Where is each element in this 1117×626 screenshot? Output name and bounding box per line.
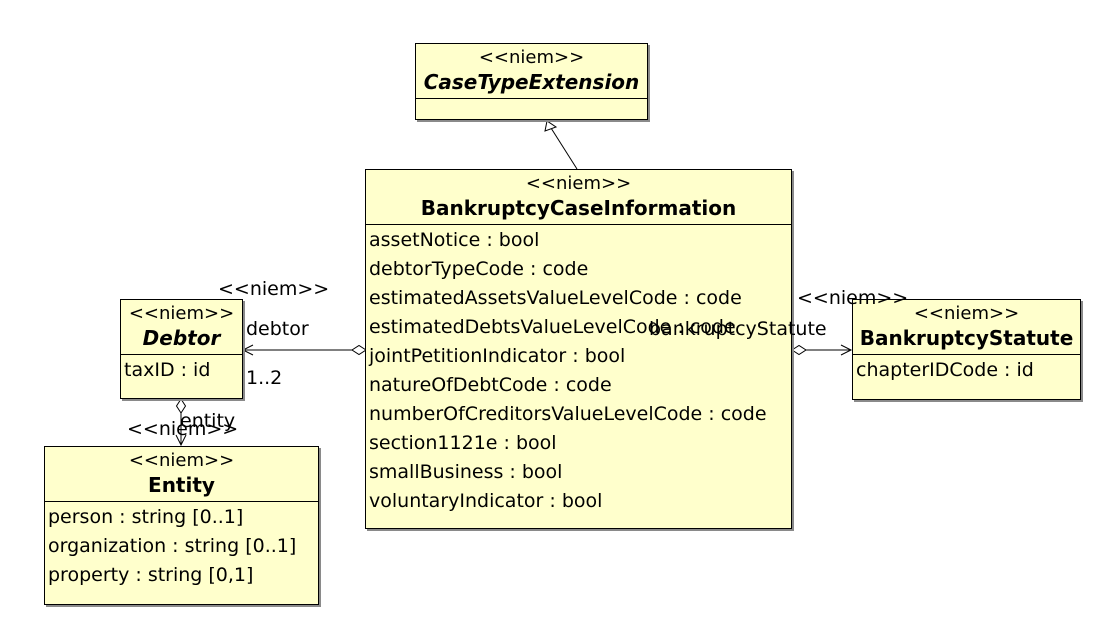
class-entity[interactable]: <<niem>> Entity person : string [0..1] o… [44,446,319,605]
stereotype-label: <<niem>> [128,303,235,324]
debtor-role-label: debtor [246,318,309,340]
attribute: section1121e : bool [369,432,557,454]
attribute: debtorTypeCode : code [369,258,589,280]
attribute-compartment: assetNotice : bool debtorTypeCode : code… [366,225,791,516]
class-case-type-extension[interactable]: <<niem>> CaseTypeExtension [415,43,648,120]
attribute-compartment: taxID : id [121,355,242,385]
generalization-connector [544,120,578,170]
class-name: CaseTypeExtension [423,70,640,94]
stereotype-label: <<niem>> [128,450,235,471]
attribute: property : string [0,1] [48,564,254,586]
class-name: Debtor [142,326,221,350]
attribute: smallBusiness : bool [369,461,563,483]
hollow-triangle-arrowhead [544,120,558,132]
class-name: Entity [148,473,215,497]
class-bankruptcy-statute[interactable]: <<niem>> BankruptcyStatute chapterIDCode… [852,299,1081,400]
class-header: <<niem>> BankruptcyCaseInformation [366,170,791,225]
class-debtor[interactable]: <<niem>> Debtor taxID : id [120,299,243,399]
statute-association-stereotype: <<niem>> [797,287,909,309]
attribute: jointPetitionIndicator : bool [369,345,626,367]
aggregation-diamond [351,344,367,356]
entity-association-stereotype: <<niem>> [127,418,239,440]
class-name: BankruptcyCaseInformation [420,196,737,220]
entity-role-label: entity [180,410,236,432]
statute-association-connector [791,344,853,356]
class-header: <<niem>> Debtor [121,300,242,355]
class-header: <<niem>> BankruptcyStatute [853,300,1080,355]
open-arrowhead [241,344,254,356]
debtor-multiplicity-label: 1..2 [246,367,283,389]
class-bankruptcy-case-information[interactable]: <<niem>> BankruptcyCaseInformation asset… [365,169,792,529]
class-header: <<niem>> CaseTypeExtension [416,44,647,99]
statute-role-label: bankruptcyStatute [649,318,827,340]
attribute: numberOfCreditorsValueLevelCode : code [369,403,767,425]
attribute-compartment [416,99,647,113]
attribute-compartment: person : string [0..1] organization : st… [45,502,318,590]
attribute: assetNotice : bool [369,229,540,251]
stereotype-label: <<niem>> [525,173,632,194]
attribute: organization : string [0..1] [48,535,297,557]
attribute-compartment: chapterIDCode : id [853,355,1080,385]
debtor-association-stereotype: <<niem>> [218,278,330,300]
open-arrowhead [175,434,187,447]
stereotype-label: <<niem>> [913,303,1020,324]
attribute: voluntaryIndicator : bool [369,490,603,512]
attribute: natureOfDebtCode : code [369,374,612,396]
stereotype-label: <<niem>> [478,47,585,68]
aggregation-diamond [791,344,807,356]
attribute: taxID : id [124,359,211,381]
debtor-association-connector [241,344,367,356]
attribute: estimatedDebtsValueLevelCode : code [369,316,736,338]
open-arrowhead [840,344,853,356]
attribute: estimatedAssetsValueLevelCode : code [369,287,742,309]
attribute: person : string [0..1] [48,506,244,528]
aggregation-diamond [175,398,187,414]
attribute: chapterIDCode : id [856,359,1034,381]
entity-association-connector [175,398,187,447]
class-name: BankruptcyStatute [859,326,1074,350]
class-header: <<niem>> Entity [45,447,318,502]
